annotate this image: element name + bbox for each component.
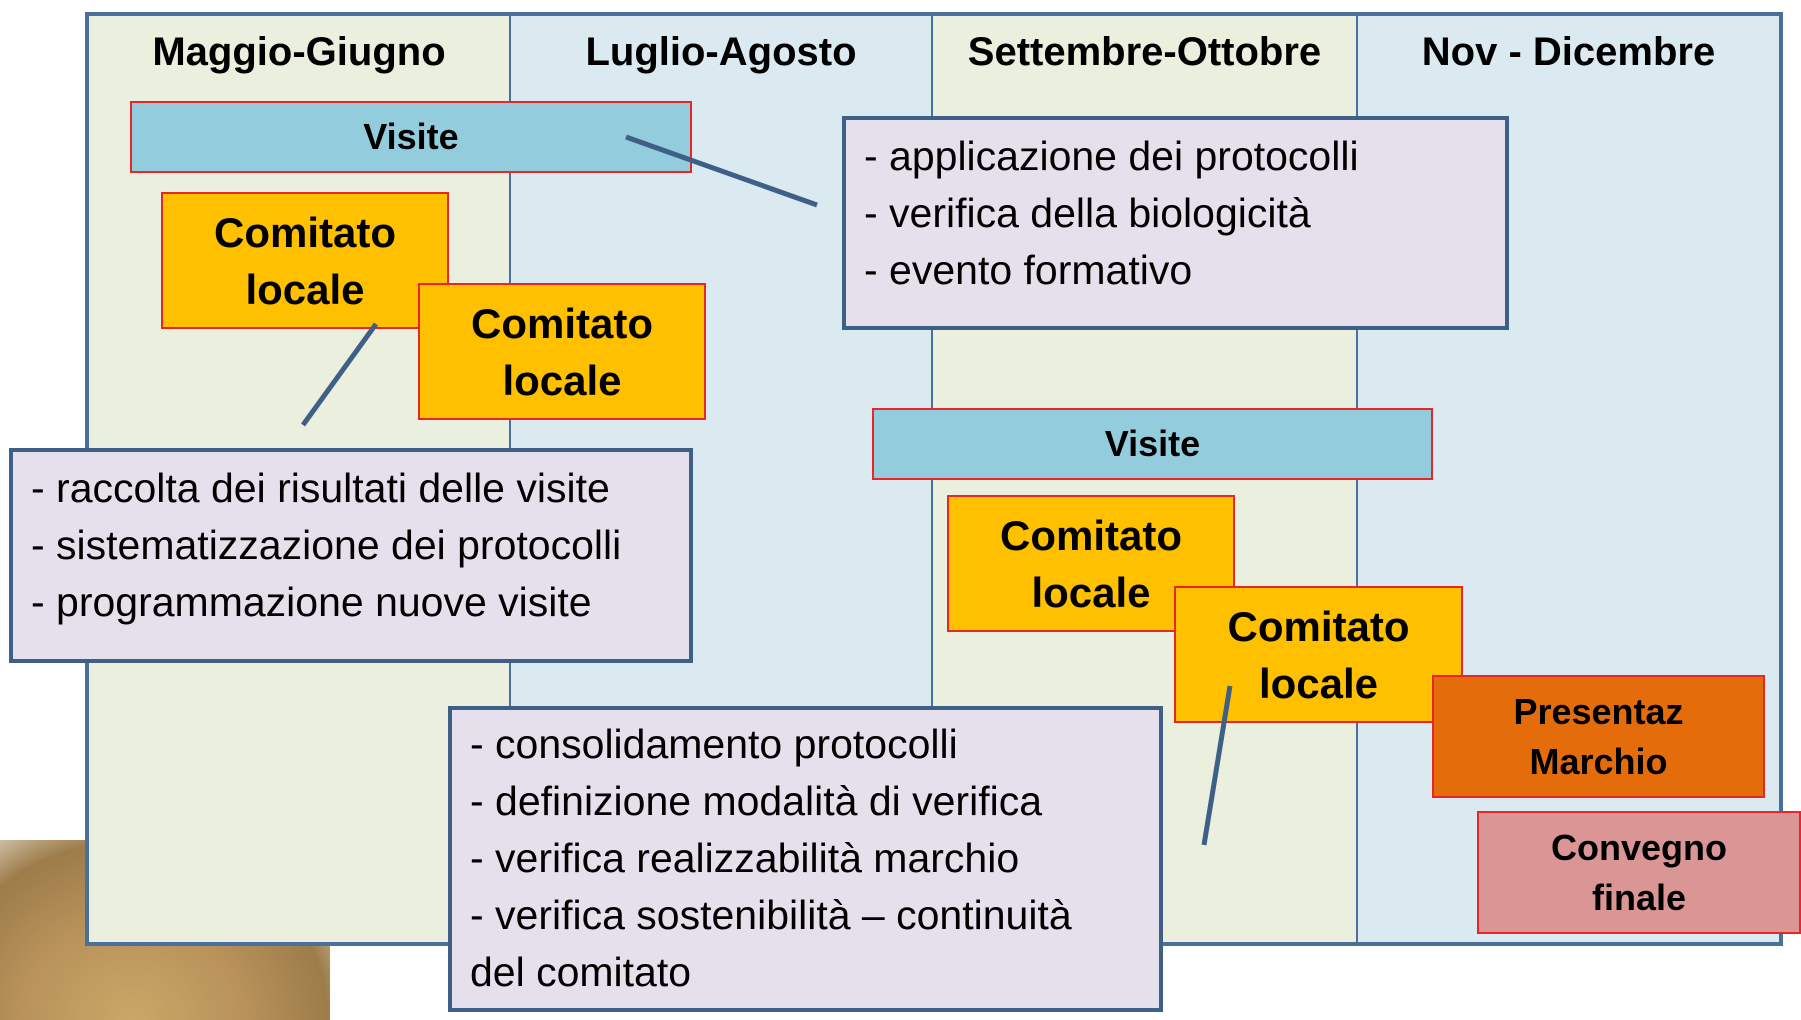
comitato-line2: locale	[502, 356, 622, 404]
comitato-line1: Comitato	[1227, 602, 1410, 650]
note-left: - raccolta dei risultati delle visite - …	[9, 448, 693, 663]
convegno-line1: Convegno	[1551, 826, 1727, 868]
visite-label: Visite	[363, 116, 459, 157]
column-title: Settembre-Ottobre	[967, 30, 1322, 74]
presentaz-line1: Presentaz	[1513, 690, 1684, 732]
column-title: Maggio-Giugno	[152, 30, 446, 74]
note-line: - applicazione dei protocolli	[864, 133, 1359, 179]
note-line: - sistematizzazione dei protocolli	[31, 522, 622, 568]
note-line: - definizione modalità di verifica	[470, 778, 1042, 824]
column-title: Nov - Dicembre	[1421, 30, 1716, 74]
convegno-line2: finale	[1591, 876, 1687, 918]
visite-bar-2: Visite	[872, 408, 1433, 480]
note-line: - consolidamento protocolli	[470, 721, 958, 767]
note-line: - raccolta dei risultati delle visite	[31, 465, 610, 511]
comitato-locale-box-2: Comitato locale	[418, 283, 706, 420]
visite-label: Visite	[1104, 423, 1201, 464]
connector-visite-note	[625, 134, 818, 208]
comitato-locale-box-1: Comitato locale	[161, 192, 449, 329]
comitato-line2: locale	[245, 265, 365, 313]
note-top-right: - applicazione dei protocolli - verifica…	[842, 116, 1509, 330]
note-bottom: - consolidamento protocolli - definizion…	[448, 706, 1163, 1012]
connector-comitato4-note	[1201, 685, 1233, 846]
convegno-finale-box: Convegno finale	[1477, 811, 1801, 934]
presentaz-line2: Marchio	[1529, 740, 1668, 782]
comitato-locale-box-3: Comitato locale	[947, 495, 1235, 632]
column-title: Luglio-Agosto	[585, 30, 857, 74]
comitato-locale-box-4: Comitato locale	[1174, 586, 1463, 723]
visite-bar-1: Visite	[130, 101, 692, 173]
comitato-line1: Comitato	[214, 208, 396, 256]
note-line: - verifica realizzabilità marchio	[470, 835, 1020, 881]
note-line: - evento formativo	[864, 247, 1193, 293]
connector-comitato-note	[300, 322, 379, 427]
note-line: del comitato	[470, 949, 692, 995]
comitato-line2: locale	[1031, 568, 1151, 616]
comitato-line2: locale	[1258, 659, 1379, 707]
note-line: - verifica della biologicità	[864, 190, 1311, 236]
note-line: - verifica sostenibilità – continuità	[470, 892, 1072, 938]
note-line: - programmazione nuove visite	[31, 579, 592, 625]
comitato-line1: Comitato	[1000, 511, 1182, 559]
comitato-line1: Comitato	[471, 299, 653, 347]
